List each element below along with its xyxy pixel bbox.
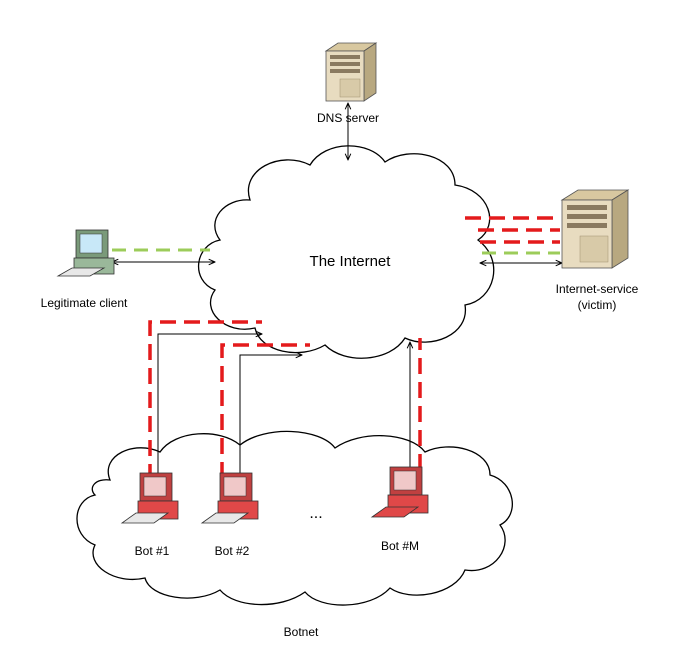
bot2-link-arrow [240, 355, 302, 484]
victim-label-line2: (victim) [578, 298, 617, 312]
internet-cloud [198, 145, 495, 359]
infected-computer-icon [370, 466, 429, 518]
ellipsis-label: ... [309, 505, 322, 522]
bot1-label: Bot #1 [135, 544, 170, 558]
botM-label: Bot #M [381, 539, 419, 553]
server-icon [560, 189, 630, 269]
internet-label: The Internet [310, 253, 392, 270]
bot1-link-arrow [158, 334, 262, 484]
computer-icon [56, 229, 115, 277]
legitimate-client-label: Legitimate client [41, 296, 128, 310]
infected-computer-icon [200, 472, 259, 524]
bot1-attack-traffic [148, 320, 262, 480]
victim-label-line1: Internet-service [556, 282, 639, 296]
botnet-label: Botnet [284, 625, 319, 639]
dns-server-label: DNS server [317, 111, 379, 125]
server-icon [324, 42, 378, 102]
infected-computer-icon [120, 472, 179, 524]
bot2-label: Bot #2 [215, 544, 250, 558]
